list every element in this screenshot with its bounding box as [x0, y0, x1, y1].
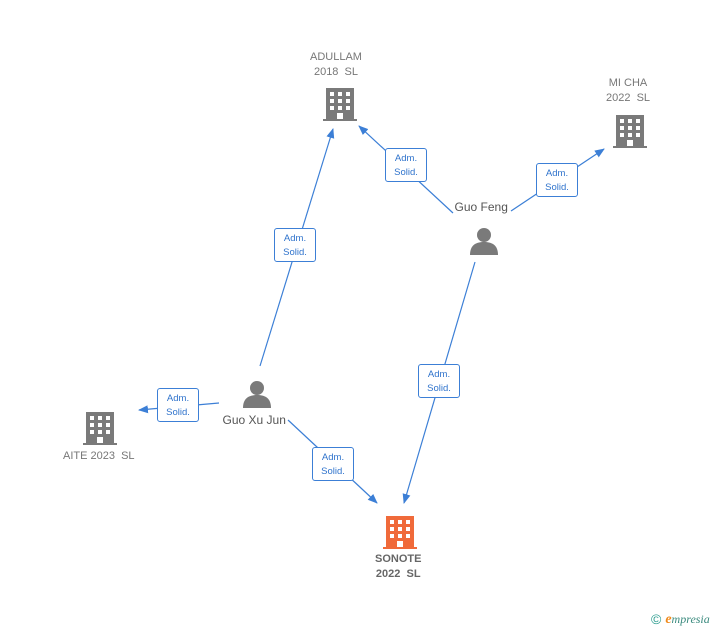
company-year-type: 2022 SL [606, 92, 651, 104]
logo-initial: e [665, 612, 672, 627]
relation-type: Solid. [321, 466, 345, 477]
building-icon-adullam[interactable] [323, 88, 357, 121]
relation-label-guo-feng-micha[interactable]: Adm. Solid. [536, 163, 578, 197]
relation-type: Solid. [283, 247, 307, 258]
person-name-guo-xu-jun[interactable]: Guo Xu Jun [222, 413, 286, 427]
person-name-guo-feng[interactable]: Guo Feng [454, 200, 508, 214]
building-icon-sonote[interactable] [383, 516, 417, 549]
logo-name: mpresia [671, 612, 710, 626]
relation-type: Solid. [166, 407, 190, 418]
relation-type: Solid. [427, 383, 451, 394]
person-icon-guo-feng[interactable] [470, 228, 498, 255]
company-label-micha[interactable]: MI CHA 2022 SL [606, 76, 650, 106]
company-year-type: 2022 SL [375, 568, 421, 580]
company-label-adullam[interactable]: ADULLAM 2018 SL [310, 50, 362, 80]
relation-type: Solid. [545, 182, 569, 193]
company-name: AITE 2023 SL [63, 450, 135, 462]
company-name: SONOTE [375, 553, 422, 565]
relation-label-guo-xu-jun-sonote[interactable]: Adm. Solid. [312, 447, 354, 481]
relation-label-guo-feng-adullam[interactable]: Adm. Solid. [385, 148, 427, 182]
relation-label-guo-xu-jun-aite[interactable]: Adm. Solid. [157, 388, 199, 422]
relation-role: Adm. [321, 452, 345, 463]
copyright-symbol: © [651, 611, 662, 627]
company-year-type: 2018 SL [313, 66, 358, 78]
relation-role: Adm. [427, 369, 451, 380]
person-icon-guo-xu-jun[interactable] [243, 381, 271, 408]
company-label-aite[interactable]: AITE 2023 SL [63, 449, 135, 464]
relation-label-guo-xu-jun-adullam[interactable]: Adm. Solid. [274, 228, 316, 262]
edges-layer [138, 125, 605, 504]
empresia-logo[interactable]: ©empresia [651, 611, 710, 628]
relation-role: Adm. [166, 393, 190, 404]
relation-role: Adm. [545, 168, 569, 179]
relation-role: Adm. [394, 153, 418, 164]
company-label-sonote[interactable]: SONOTE 2022 SL [375, 552, 421, 582]
building-icon-aite[interactable] [83, 412, 117, 445]
company-name: MI CHA [608, 77, 648, 89]
nodes-layer [83, 88, 647, 549]
company-name: ADULLAM [310, 51, 362, 63]
building-icon-micha[interactable] [613, 115, 647, 148]
relation-label-guo-feng-sonote[interactable]: Adm. Solid. [418, 364, 460, 398]
relation-role: Adm. [283, 233, 307, 244]
relation-type: Solid. [394, 167, 418, 178]
